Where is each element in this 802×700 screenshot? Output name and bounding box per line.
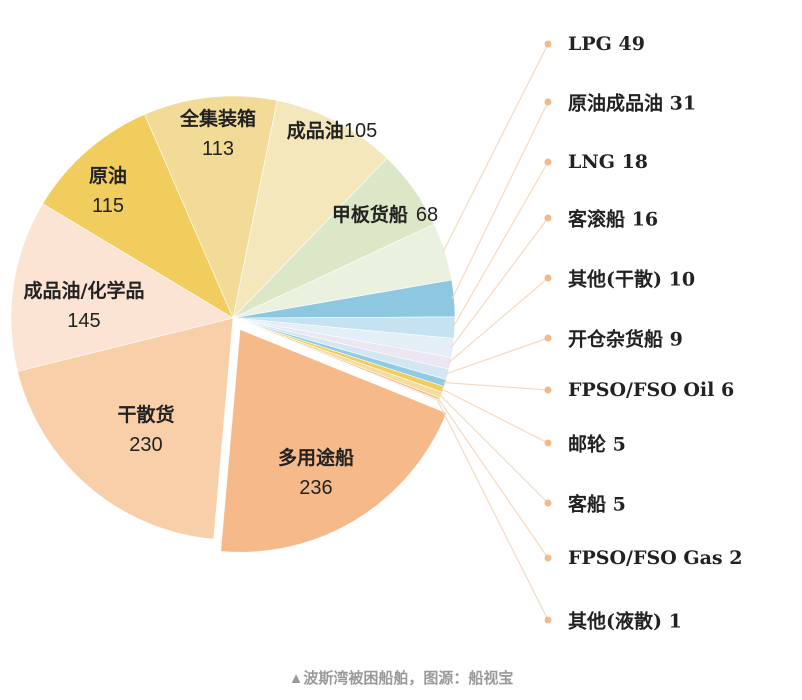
legend-dot (544, 554, 552, 562)
legend-dot (544, 334, 552, 342)
legend-item: FPSO/FSO Oil 6 (568, 379, 735, 401)
legend-item: FPSO/FSO Gas 2 (568, 547, 743, 569)
leader-line (452, 161, 549, 328)
leader-line (443, 381, 549, 391)
pie-slice (17, 317, 234, 540)
legend-item: 客船 5 (568, 493, 626, 516)
legend-dot (544, 98, 552, 106)
leader-line (438, 393, 549, 504)
leader-line (451, 101, 549, 299)
legend-dot (544, 386, 552, 394)
legend-item: 客滚船 16 (568, 208, 659, 231)
legend-dot (544, 499, 552, 507)
leader-line (442, 43, 549, 253)
legend-dot (544, 158, 552, 166)
legend-dot (544, 40, 552, 48)
legend-item: 其他(液散) 1 (568, 610, 682, 633)
pie-slice (42, 113, 234, 319)
legend-item: 开仓杂货船 9 (568, 328, 683, 351)
legend-dot (544, 616, 552, 624)
leader-line (437, 397, 549, 559)
leader-line (447, 277, 549, 364)
pie-slice (221, 329, 447, 552)
legend-item: 邮轮 5 (568, 433, 626, 456)
leader-line (445, 337, 549, 375)
legend-item: 原油成品油 31 (568, 92, 697, 115)
caption: ▲波斯湾被困船舶，图源：船视宝 (288, 670, 514, 687)
legend-dot (544, 214, 552, 222)
pie-slice (232, 100, 388, 319)
leader-line (441, 388, 549, 444)
legend-item: LPG 49 (568, 33, 645, 55)
pie-slice (10, 203, 234, 372)
leader-line (436, 399, 549, 621)
legend-item: 其他(干散) 10 (568, 268, 696, 291)
legend-item: LNG 18 (568, 151, 649, 173)
legend-dot (544, 439, 552, 447)
legend-dot (544, 274, 552, 282)
leader-line (450, 217, 549, 349)
